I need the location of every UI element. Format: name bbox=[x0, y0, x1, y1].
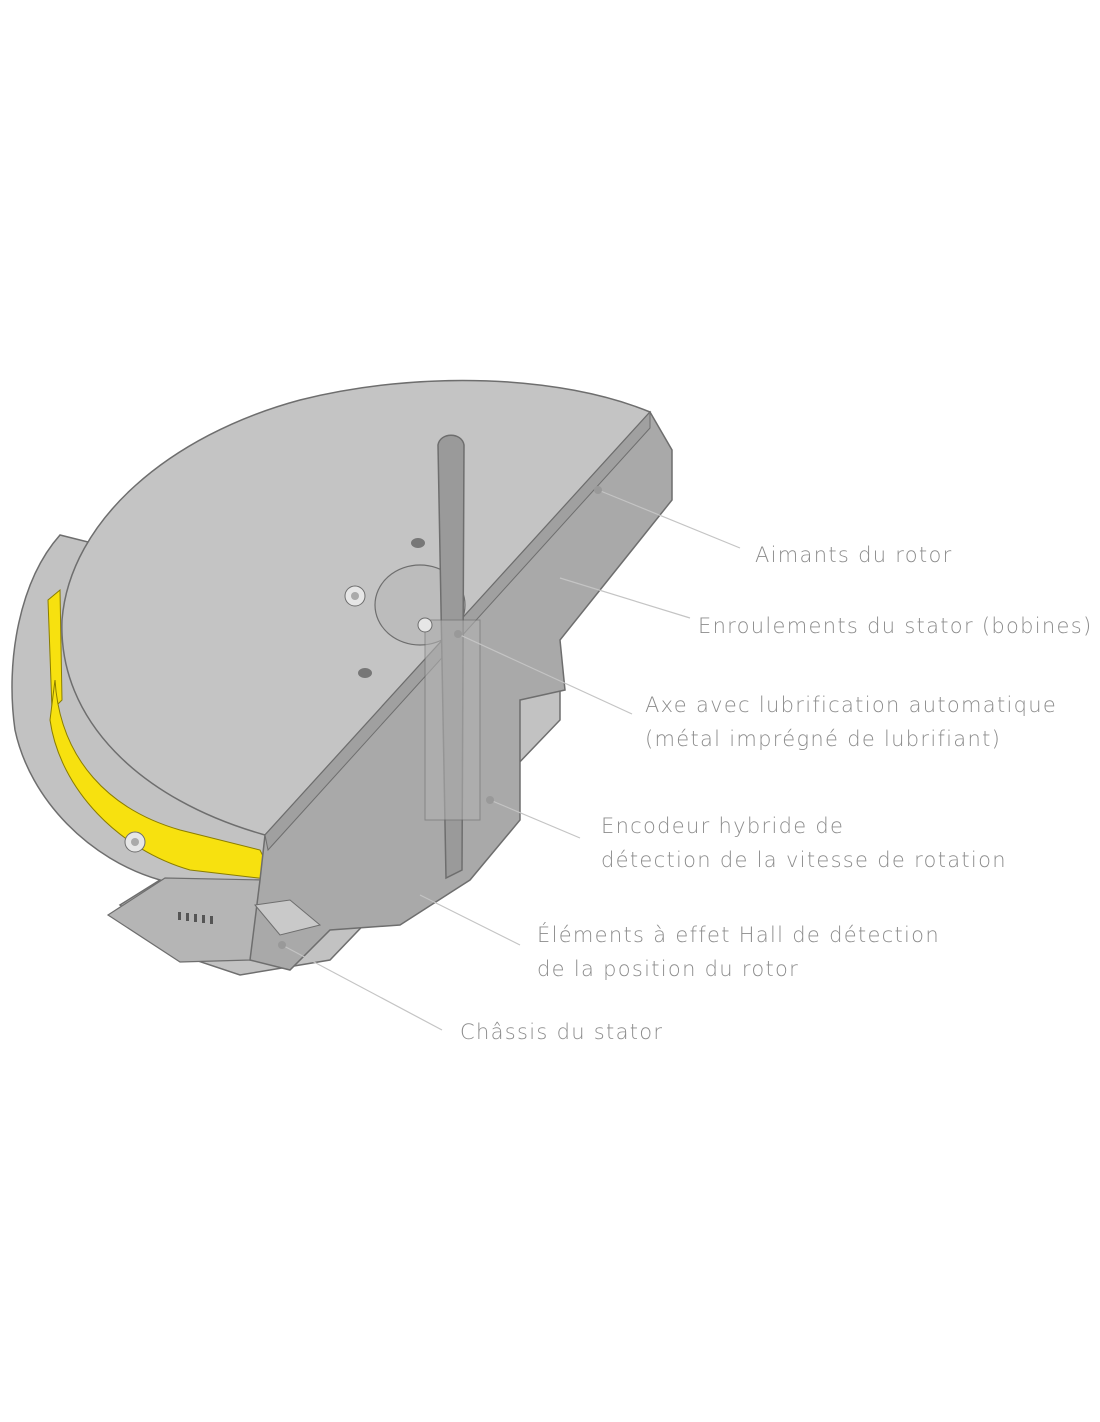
leader-dots bbox=[278, 486, 602, 949]
label-encoder-line1: Encodeur hybride de bbox=[601, 814, 845, 838]
leader-lines bbox=[281, 489, 741, 1031]
label-shaft: Axe avec lubrification automatique (méta… bbox=[645, 688, 1057, 756]
label-rotor-magnets: Aimants du rotor bbox=[755, 543, 953, 567]
mounting-hole bbox=[411, 538, 425, 548]
mounting-hole bbox=[358, 668, 372, 678]
screw-icon bbox=[344, 585, 366, 607]
label-hall-line2: de la position du rotor bbox=[537, 957, 800, 981]
label-encoder-line2: détection de la vitesse de rotation bbox=[601, 848, 1007, 872]
label-stator-windings: Enroulements du stator (bobines) bbox=[698, 614, 1093, 638]
label-hall-elements: Éléments à effet Hall de détection de la… bbox=[537, 918, 940, 986]
label-stator-frame: Châssis du stator bbox=[460, 1020, 664, 1044]
connector-pins bbox=[178, 912, 213, 924]
label-shaft-line2: (métal imprégné de lubrifiant) bbox=[645, 727, 1002, 751]
screw-icon bbox=[124, 831, 146, 853]
stator-coil-lower bbox=[49, 679, 276, 881]
label-encoder: Encodeur hybride de détection de la vite… bbox=[601, 809, 1007, 877]
rotor-disc-top bbox=[61, 379, 652, 836]
label-shaft-line1: Axe avec lubrification automatique bbox=[645, 693, 1058, 717]
screw-icon bbox=[417, 617, 433, 633]
stator-coil-left bbox=[47, 588, 63, 712]
shaft-bearing bbox=[424, 619, 481, 821]
stator-frame-channel bbox=[254, 899, 322, 936]
label-hall-line1: Éléments à effet Hall de détection bbox=[537, 923, 940, 947]
